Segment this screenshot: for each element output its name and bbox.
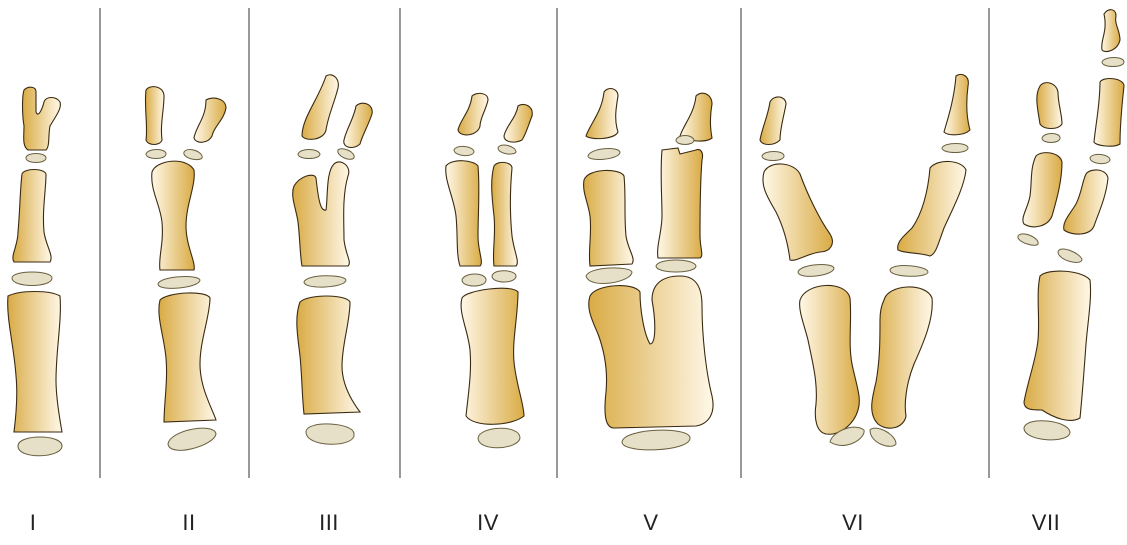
panel-label-iv: IV xyxy=(477,510,499,535)
panel-ii-bones xyxy=(144,86,227,451)
panel-dividers xyxy=(99,8,990,478)
panel-i-bones xyxy=(7,86,63,457)
panel-label-vii: VII xyxy=(1031,510,1061,535)
panel-label-vi: VI xyxy=(842,510,864,535)
panel-label-ii: II xyxy=(182,510,196,535)
panel-label-i: I xyxy=(29,510,37,535)
panel-vii-bones xyxy=(1017,9,1125,441)
panel-iii-bones xyxy=(292,74,373,445)
panel-vi-bones xyxy=(759,73,971,447)
panel-label-v: V xyxy=(643,510,659,535)
panel-v-bones xyxy=(583,87,714,451)
panel-label-iii: III xyxy=(319,510,339,535)
panel-iv-bones xyxy=(445,92,533,449)
